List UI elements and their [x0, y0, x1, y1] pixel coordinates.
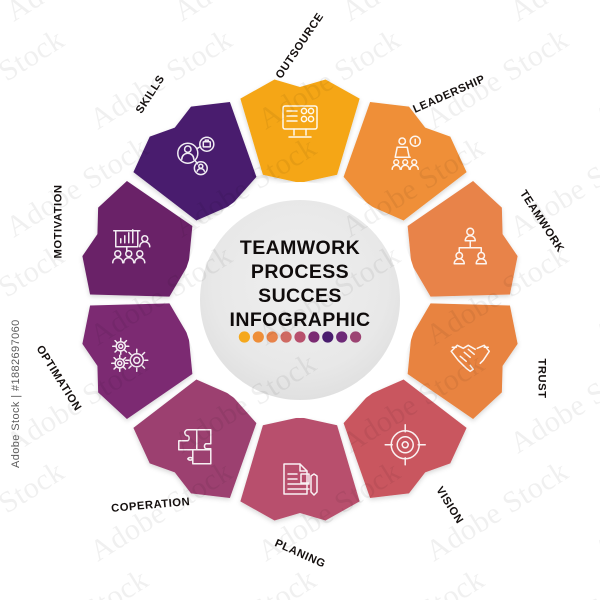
segment-optimation[interactable] [82, 303, 193, 419]
label-trust: TRUST [536, 358, 548, 398]
label-leadership: LEADERSHIP [411, 73, 487, 116]
center-dot [266, 331, 278, 343]
presentation-chart-people-icon [112, 228, 151, 264]
gears-icon [111, 337, 149, 373]
label-planing: PLANING [273, 537, 327, 570]
label-outsource: OUTSOURCE [274, 11, 327, 81]
segment-outsource[interactable] [240, 79, 360, 183]
target-crosshair-icon [384, 424, 426, 466]
segment-teamwork[interactable] [407, 181, 518, 297]
label-skills: SKILLS [134, 73, 168, 116]
center-dot [350, 331, 362, 343]
segment-leadership[interactable] [343, 102, 467, 221]
center-dot [280, 331, 292, 343]
segment-coperation[interactable] [133, 379, 257, 498]
center-dot-row [238, 331, 362, 343]
segment-vision[interactable] [343, 379, 467, 498]
center-title-line: SUCCES [258, 285, 342, 307]
center-dot [252, 331, 264, 343]
segment-trust[interactable] [407, 303, 518, 419]
label-optimation: OPTIMATION [34, 344, 84, 414]
puzzle-pieces-icon [178, 429, 212, 465]
center-dot [322, 331, 334, 343]
center-title-line: PROCESS [251, 261, 349, 283]
monitor-settings-icon [282, 105, 318, 138]
team-hierarchy-icon [453, 227, 487, 265]
document-pen-icon [283, 463, 318, 496]
handshake-icon [450, 344, 490, 373]
center-disc [200, 200, 400, 400]
center-dot [336, 331, 348, 343]
label-coperation: COPERATION [111, 496, 191, 515]
segment-icons [111, 105, 490, 496]
person-network-icon [177, 136, 215, 176]
center-dot [308, 331, 320, 343]
center-dot [294, 331, 306, 343]
center-title-line: INFOGRAPHIC [230, 309, 371, 331]
label-motivation: MOTIVATION [52, 184, 64, 258]
podium-speaker-icon [391, 135, 421, 170]
label-vision: VISION [433, 485, 465, 526]
center-dot [238, 331, 250, 343]
label-teamwork: TEAMWORK [517, 188, 566, 255]
center-title-line: TEAMWORK [240, 237, 360, 259]
